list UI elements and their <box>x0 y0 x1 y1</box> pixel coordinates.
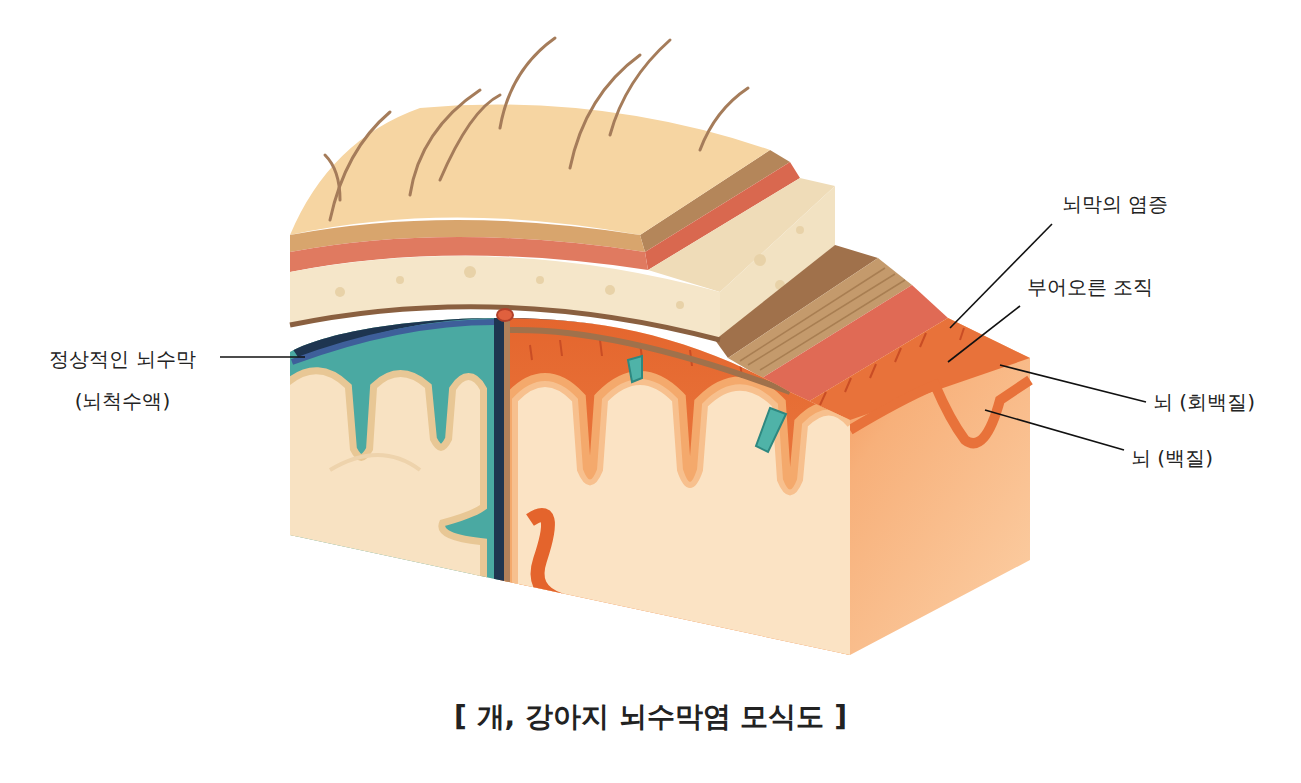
figure-caption: [ 개, 강아지 뇌수막염 모식도 ] <box>0 698 1301 736</box>
part-label: 부어오른 조직 <box>1027 275 1153 299</box>
blood-vessel <box>756 408 786 452</box>
side-sulcus <box>850 380 1030 443</box>
blood-vessel <box>497 309 513 321</box>
brain-front <box>280 300 860 700</box>
leader-lines <box>220 224 1146 450</box>
part-label: 뇌 (회백질) <box>1153 390 1255 414</box>
inflamed-villi <box>820 328 964 405</box>
blood-vessel <box>628 356 642 382</box>
skin-top <box>290 105 770 235</box>
part-label: 뇌막의 염증 <box>1062 192 1168 216</box>
dura-line <box>290 307 720 340</box>
bone-texture <box>335 226 804 309</box>
part-label: 뇌 (백질) <box>1131 446 1213 470</box>
part-label: 정상적인 뇌수막 (뇌척수액) <box>30 338 215 422</box>
hair <box>325 38 748 220</box>
